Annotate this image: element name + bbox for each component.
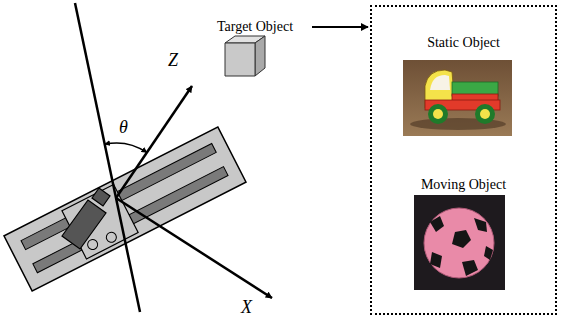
static-object-photo xyxy=(403,60,512,136)
cube-face xyxy=(225,43,255,76)
node-label: Target Object xyxy=(200,19,310,35)
axis-label: X xyxy=(241,297,252,317)
angle-label: θ xyxy=(119,117,128,137)
axis-label: Z xyxy=(168,50,178,70)
target-object-cube: Target Object xyxy=(200,19,310,77)
z-axis-arrow xyxy=(116,86,192,198)
reference-line xyxy=(75,3,140,312)
camera-body xyxy=(62,188,110,249)
x-axis-arrow xyxy=(116,198,272,298)
object-examples-panel: Static ObjectMoving Object xyxy=(370,5,557,315)
angle-arc xyxy=(105,143,147,152)
node-label: Static Object xyxy=(372,35,555,51)
flow-arrow xyxy=(312,26,368,28)
moving-object-photo xyxy=(414,195,505,290)
node-label: Moving Object xyxy=(372,177,555,193)
cube-face xyxy=(255,36,265,76)
slider-platform xyxy=(4,127,246,291)
cube-shape xyxy=(200,35,310,77)
